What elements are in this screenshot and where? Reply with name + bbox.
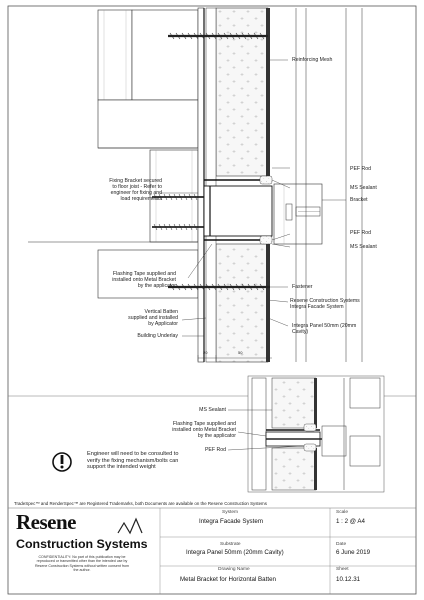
label-pef-rod-2: PEF Rod [350,230,372,236]
sheet-value: 10.12.31 [336,576,361,583]
label-ms-sealant-1: MS Sealant [350,185,377,191]
label-fastener: Fastener [292,284,313,290]
engineer-note: Engineer will need to be consulted to ve… [87,451,178,471]
confidentiality-note: CONFIDENTIALITY: No part of this publica… [22,555,142,573]
logo-mark [117,517,143,535]
sheet-label: Sheet [336,567,349,572]
label-ms-sealant-2: MS Sealant [350,244,377,250]
label-detail-ms-sealant: MS Sealant [199,407,226,413]
label-detail-flashing-tape: Flashing Tape supplied and installed ont… [150,421,236,439]
dimension-50: 50 [238,350,243,355]
label-bracket: Bracket [350,197,368,203]
logo-subtitle: Construction Systems [16,537,148,551]
vertical-batten-line: by Applicator [148,321,178,327]
drawing-name-label: Drawing Name [218,567,250,572]
confidential-line: CONFIDENTIALITY: No part of this publica… [38,555,126,559]
substrate-label: Substrate [220,542,241,547]
detail-flashing-line: by the applicator [197,433,236,439]
sheet-border [7,5,417,595]
label-building-underlay: Building Underlay [137,333,178,339]
label-integra-panel: Integra Panel 50mm (20mm Cavity) [292,323,356,335]
fixing-bracket-line: Fixing Bracket secured [109,178,162,184]
fixing-bracket-line: to floor joist - Refer to [112,184,162,190]
label-detail-pef-rod: PEF Rod [204,447,226,453]
detail-flashing-line: installed onto Metal Bracket [172,427,236,433]
label-vertical-batten: Vertical Batten supplied and installed b… [100,309,178,327]
engineer-note-line: support the intended weight [87,464,156,471]
confidential-line: reproduced or transmitted other than the… [36,559,128,564]
confidential-line: the author. [73,568,91,573]
main-section [28,7,363,363]
vertical-batten-line: supplied and installed [128,315,178,321]
dimension-20: 20 [203,350,208,355]
detail-flashing-line: Flashing Tape supplied and [172,421,236,427]
confidential-line: Resene Construction Systems without writ… [34,563,130,568]
scale-label: Scale [336,510,348,515]
label-reinforcing-mesh: Reinforcing Mesh [292,57,333,63]
system-label: System [222,510,238,515]
trademark-footer: TradeSpec™ and RenderSpec™ are Registere… [14,501,267,506]
logo-wordmark: Resene [16,510,76,534]
flashing-tape-line: installed onto Metal Bracket [112,277,176,283]
resene-system-line: Integra Facade System [290,304,344,310]
fixing-bracket-line: load requirements [120,196,162,202]
engineer-note-line: Engineer will need to be consulted to [87,451,179,457]
system-value: Integra Facade System [199,518,263,525]
flashing-tape-line: Flashing Tape supplied and [112,271,176,277]
label-fixing-bracket: Fixing Bracket secured to floor joist - … [82,178,162,202]
exclamation-circle-icon [52,452,72,472]
resene-system-line: Resene Construction Systems [290,298,360,304]
drawing-name-value: Metal Bracket for Horizontal Batten [180,576,276,583]
title-block-grid [159,508,416,594]
integra-panel-line: Cavity) [292,329,309,335]
substrate-value: Integra Panel 50mm (20mm Cavity) [186,549,284,556]
label-resene-system: Resene Construction Systems Integra Faca… [290,298,360,310]
vertical-batten-line: Vertical Batten [144,309,178,315]
date-value: 6 June 2019 [336,549,371,556]
flashing-tape-line: by the applicator [137,283,176,289]
date-label: Date [336,542,347,547]
label-pef-rod-1: PEF Rod [350,166,372,172]
label-flashing-tape: Flashing Tape supplied and installed ont… [96,271,176,289]
detail-view [227,375,385,493]
integra-panel-line: Integra Panel 50mm (20mm [292,323,357,329]
fixing-bracket-line: engineer for fixing and [110,190,162,196]
scale-value: 1 : 2 @ A4 [336,518,365,525]
engineer-note-line: verify the fixing mechanism/bolts can [87,457,179,464]
